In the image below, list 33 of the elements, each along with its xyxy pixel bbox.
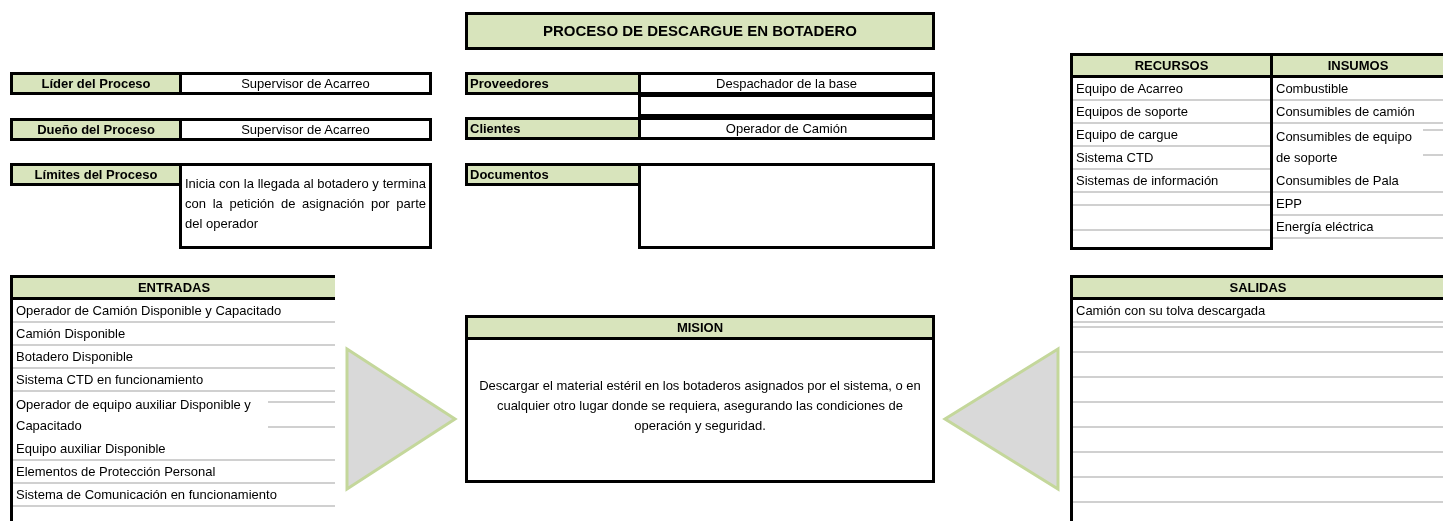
- table-cell: Equipos de soporte: [1073, 101, 1270, 124]
- description-box: Inicia con la llegada al botadero y termina con la petición de asignación por parte del operador: [179, 163, 432, 249]
- title-box: PROCESO DE DESCARGUE EN BOTADERO: [465, 12, 935, 50]
- table-cell: Camión con su tolva descargada: [1073, 300, 1443, 323]
- table-header: SALIDAS: [1073, 278, 1443, 300]
- outputs-table: [1070, 275, 1443, 521]
- empty-field: [638, 163, 935, 249]
- field-label: Proveedores: [465, 72, 641, 95]
- table-cell: Consumibles de camión: [1273, 101, 1443, 124]
- table-header: MISION: [468, 318, 932, 340]
- field-label: Dueño del Proceso: [10, 118, 182, 141]
- table-cell: Equipo de Acarreo: [1073, 78, 1270, 101]
- table-header: RECURSOS: [1073, 56, 1270, 78]
- table-header: ENTRADAS: [13, 278, 335, 300]
- field-label: Documentos: [465, 163, 641, 186]
- field-value: Despachador de la base: [638, 72, 935, 95]
- field-label: Clientes: [465, 117, 641, 140]
- field-label: Líder del Proceso: [10, 72, 182, 95]
- field-label: Límites del Proceso: [10, 163, 182, 186]
- empty-field: [638, 94, 935, 117]
- table-cell: Camión Disponible: [13, 323, 335, 346]
- table-header: INSUMOS: [1273, 56, 1443, 78]
- field-value: Supervisor de Acarreo: [179, 72, 432, 95]
- table-cell: Combustible: [1273, 78, 1443, 101]
- resources-table: [1070, 53, 1273, 250]
- inputs-table: [10, 275, 335, 521]
- field-value: Supervisor de Acarreo: [179, 118, 432, 141]
- mission-text: Descargar el material estéril en los botaderos asignados por el sistema, o en cualquier otro lugar donde se requiera, asegurando las condiciones de operación y seguridad.: [478, 377, 922, 435]
- arrow: [942, 346, 1060, 492]
- field-value: Operador de Camión: [638, 117, 935, 140]
- arrow: [345, 346, 458, 492]
- table-cell: Operador de Camión Disponible y Capacitado: [13, 300, 335, 323]
- mission-panel: [465, 315, 935, 483]
